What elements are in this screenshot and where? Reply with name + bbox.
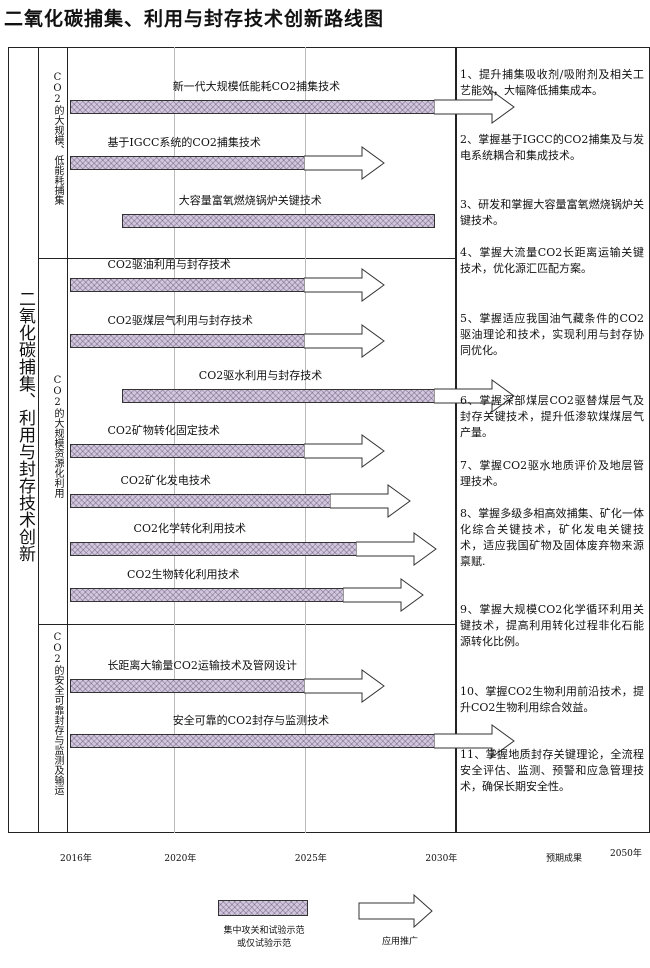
technology-label: CO2驱油利用与封存技术	[107, 258, 231, 271]
technology-bar	[70, 494, 331, 508]
grid-line-2025	[304, 47, 306, 833]
outcome-item: 3、研发和掌握大容量富氧燃烧锅炉关键技术。	[460, 198, 644, 227]
technology-bar	[122, 389, 436, 403]
grid-line-2020	[174, 47, 176, 833]
technology-label: 新一代大规模低能耗CO2捕集技术	[172, 80, 341, 93]
technology-label: CO2驱水利用与封存技术	[198, 369, 323, 382]
outcome-item: 11、掌握地质封存关键理论，全流程安全评估、监测、预警和应急管理技术，确保长期安…	[460, 748, 644, 793]
outcome-divider	[456, 47, 457, 833]
technology-bar	[70, 156, 305, 170]
technology-bar	[122, 214, 436, 228]
axis-tick-2025: 2025年	[294, 854, 327, 864]
technology-label: 大容量富氧燃烧锅炉关键技术	[178, 194, 322, 207]
group-label-storage: CO2的安全可靠封存与监测及输运	[52, 632, 63, 795]
promotion-arrow-icon	[343, 578, 424, 612]
outcome-item: 6、掌握深部煤层CO2驱替煤层气及封存关键技术，提升低渗软煤煤层气产量。	[460, 394, 644, 439]
axis-tick-2016: 2016年	[60, 854, 92, 864]
technology-label: CO2驱煤层气利用与封存技术	[107, 314, 253, 327]
technology-bar	[70, 100, 436, 114]
promotion-arrow-icon	[356, 532, 437, 566]
outcome-item: 1、提升捕集吸收剂/吸附剂及相关工艺能效，大幅降低捕集成本。	[460, 68, 644, 97]
group-label-capture: CO2的大规模、低能耗捕集	[52, 72, 63, 205]
group-label-utilization: CO2的大规模资源化利用	[52, 375, 63, 498]
outcome-item: 4、掌握大流量CO2长距离运输关键技术，优化源汇匹配方案。	[460, 246, 644, 275]
expected-outcomes-panel: 1、提升捕集吸收剂/吸附剂及相关工艺能效，大幅降低捕集成本。 2、掌握基于IGC…	[456, 47, 650, 833]
page-title: 二氧化碳捕集、利用与封存技术创新路线图	[4, 8, 385, 30]
technology-label: CO2生物转化利用技术	[127, 568, 240, 581]
promotion-arrow-icon	[434, 724, 516, 758]
technology-label: 安全可靠的CO2封存与监测技术	[172, 714, 330, 727]
technology-bar	[70, 734, 436, 748]
outcome-item: 2、掌握基于IGCC的CO2捕集及与发电系统耦合和集成技术。	[460, 133, 644, 162]
promotion-arrow-icon	[434, 379, 516, 413]
axis-tick-2020: 2020年	[164, 854, 197, 864]
vertical-main-label: 二氧化碳捕集、利用与封存技术创新	[15, 290, 35, 562]
technology-label: 基于IGCC系统的CO2捕集技术	[107, 136, 261, 149]
outcome-item: 5、掌握适应我国油气藏条件的CO2驱油理论和技术，实现利用与封存协同优化。	[460, 312, 644, 357]
promotion-arrow-icon	[303, 268, 385, 302]
promotion-arrow-icon	[303, 324, 385, 358]
axis-end-label: 2050年	[610, 849, 642, 859]
group-separator-1	[38, 258, 456, 259]
technology-bar	[70, 588, 345, 602]
roadmap-frame	[8, 47, 456, 833]
promotion-arrow-icon	[303, 434, 385, 468]
axis-outcome-label: 预期成果	[546, 854, 583, 864]
technology-bar	[70, 542, 358, 556]
technology-bar	[70, 334, 305, 348]
outcome-item: 9、掌握大规模CO2化学循环利用关键技术，提高利用转化过程非化石能源转化比例。	[460, 603, 644, 648]
outcome-item: 7、掌握CO2驱水地质评价及地层管理技术。	[460, 459, 644, 488]
technology-label: CO2矿物转化固定技术	[107, 424, 220, 437]
promotion-arrow-icon	[303, 146, 385, 180]
technology-label: 长距离大输量CO2运输技术及管网设计	[107, 659, 297, 672]
left-title-divider	[38, 47, 39, 833]
legend-hatch-swatch	[218, 900, 308, 916]
legend-hatch-label-2: 或仅试验示范	[236, 939, 291, 949]
outcome-item: 10、掌握CO2生物利用前沿技术，提升CO2生物利用综合效益。	[460, 685, 644, 714]
technology-label: CO2矿化发电技术	[120, 474, 211, 487]
legend-arrow-label: 应用推广	[381, 937, 418, 947]
technology-bar	[70, 278, 305, 292]
legend-arrow-icon	[358, 894, 433, 928]
group-separator-2	[38, 624, 456, 625]
axis-tick-2030: 2030年	[425, 854, 458, 864]
legend-hatch-label-1: 集中攻关和试验示范	[223, 926, 305, 936]
promotion-arrow-icon	[330, 484, 411, 518]
technology-bar	[70, 444, 305, 458]
technology-bar	[70, 679, 305, 693]
promotion-arrow-icon	[303, 669, 385, 703]
promotion-arrow-icon	[434, 90, 516, 124]
group-divider	[67, 47, 68, 833]
outcome-item: 8、掌握多级多相高效捕集、矿化一体化综合关键技术，矿化发电关键技术，适应我国矿物…	[460, 507, 644, 568]
technology-label: CO2化学转化利用技术	[133, 522, 246, 535]
